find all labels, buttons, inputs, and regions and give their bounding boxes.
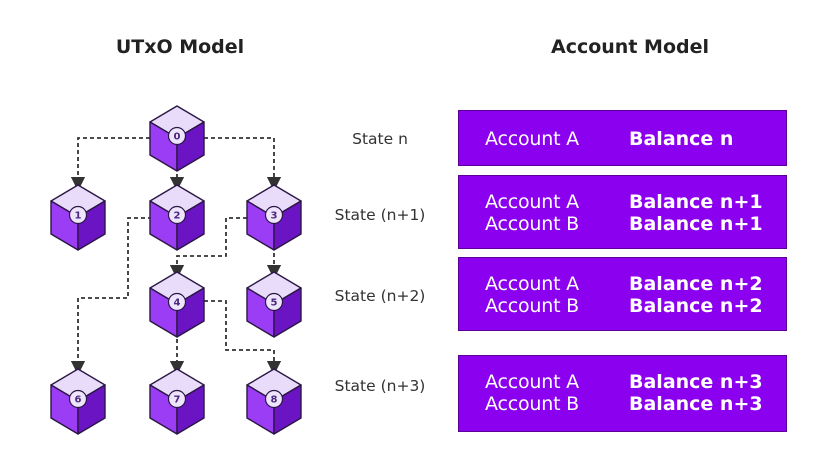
account-name: Account A xyxy=(485,371,579,393)
edge-0-1 xyxy=(70,137,150,192)
edge-2-6 xyxy=(70,217,152,376)
edge-0-3 xyxy=(204,137,282,192)
account-name: Account A xyxy=(485,273,579,295)
node-label: 2 xyxy=(174,211,181,222)
state-label: State (n+2) xyxy=(334,287,426,305)
cube-node-0: 0 xyxy=(149,105,205,172)
cube-node-4: 4 xyxy=(149,271,205,338)
account-balance: Balance n+1 xyxy=(629,213,763,235)
node-badge xyxy=(68,389,88,409)
account-balance: Balance n xyxy=(629,128,734,150)
cube-node-7: 7 xyxy=(149,368,205,435)
state-label: State (n+3) xyxy=(334,377,426,395)
edge-3-4 xyxy=(169,217,247,280)
node-label: 6 xyxy=(75,395,82,406)
account-row: Account A Balance n xyxy=(485,128,772,150)
node-label: 0 xyxy=(174,132,181,143)
account-name: Account A xyxy=(485,191,579,213)
account-name: Account A xyxy=(485,128,579,150)
node-badge xyxy=(264,389,284,409)
node-badge xyxy=(167,126,187,146)
utxo-diagram: 0 1 2 3 4 5 6 7 8 xyxy=(50,105,302,435)
account-row: Account A Balance n+1 xyxy=(485,191,772,213)
node-badge xyxy=(68,205,88,225)
utxo-model-title: UTxO Model xyxy=(115,36,245,58)
account-name: Account B xyxy=(485,213,579,235)
account-row: Account B Balance n+1 xyxy=(485,213,772,235)
node-badge xyxy=(167,389,187,409)
cube-node-2: 2 xyxy=(149,184,205,251)
account-balance: Balance n+3 xyxy=(629,371,763,393)
account-state-box: Account A Balance n xyxy=(458,110,787,166)
account-balance: Balance n+3 xyxy=(629,393,763,415)
cube-node-5: 5 xyxy=(246,271,302,338)
cube-node-1: 1 xyxy=(50,184,106,251)
account-balance: Balance n+2 xyxy=(629,295,763,317)
account-name: Account B xyxy=(485,393,579,415)
account-model-title: Account Model xyxy=(551,36,709,58)
cube-node-6: 6 xyxy=(50,368,106,435)
node-badge xyxy=(264,205,284,225)
edge-4-8 xyxy=(204,300,282,376)
cube-node-3: 3 xyxy=(246,184,302,251)
node-badge xyxy=(167,292,187,312)
node-label: 7 xyxy=(174,395,181,406)
account-row: Account B Balance n+2 xyxy=(485,295,772,317)
account-row: Account A Balance n+3 xyxy=(485,371,772,393)
node-label: 5 xyxy=(271,298,278,309)
node-badge xyxy=(167,205,187,225)
node-label: 1 xyxy=(75,211,82,222)
account-balance: Balance n+2 xyxy=(629,273,763,295)
account-row: Account B Balance n+3 xyxy=(485,393,772,415)
state-label: State (n+1) xyxy=(334,206,426,224)
utxo-edges xyxy=(70,137,282,376)
account-balance: Balance n+1 xyxy=(629,191,763,213)
cube-node-8: 8 xyxy=(246,368,302,435)
node-label: 8 xyxy=(271,395,278,406)
account-name: Account B xyxy=(485,295,579,317)
state-label: State n xyxy=(352,130,408,148)
node-label: 3 xyxy=(271,211,278,222)
account-row: Account A Balance n+2 xyxy=(485,273,772,295)
node-label: 4 xyxy=(174,298,181,309)
node-badge xyxy=(264,292,284,312)
